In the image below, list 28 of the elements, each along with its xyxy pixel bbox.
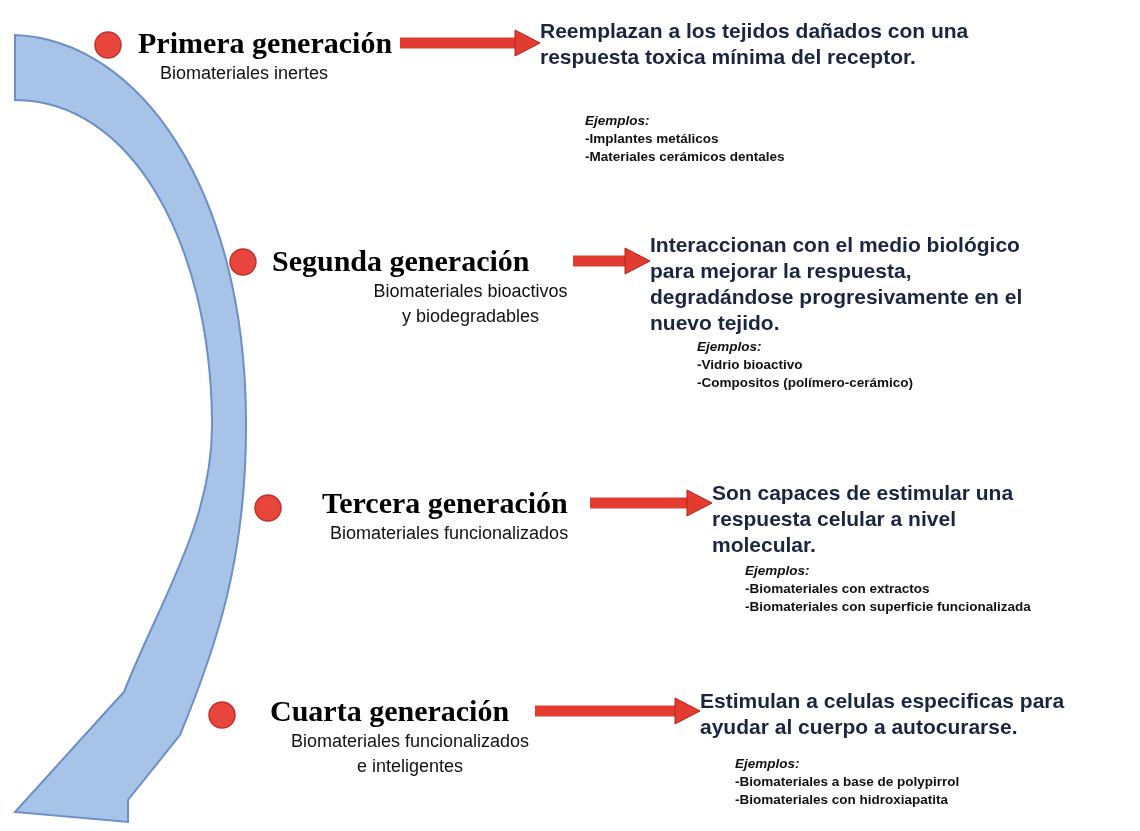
example-item: -Biomateriales a base de polypirrol [735,773,960,791]
description-text: Reemplazan a los tejidos dañados con una respuesta toxica mínima del receptor. [540,18,970,70]
example-item: -Vidrio bioactivo [697,356,803,374]
examples-heading: Ejemplos: [697,338,762,356]
example-item: -Compositos (polímero-cerámico) [697,374,914,392]
example-item: -Implantes metálicos [585,130,719,148]
generation-subtitle: Biomateriales funcionalizados [330,522,570,545]
description-text: Interaccionan con el medio biológico para mejorar la respuesta, degradándose progresivamente en el nuevo tejido. [650,232,1024,336]
description-text: Estimulan a celulas especificas para ayudar al cuerpo a autocurarse. [700,688,1066,740]
examples-heading: Ejemplos: [585,112,650,130]
generation-subtitle: Biomateriales inertes [160,62,330,85]
generation-title: Tercera generación [322,485,568,521]
examples-heading: Ejemplos: [745,562,810,580]
description-text: Son capaces de estimular una respuesta celular a nivel molecular. [712,480,1015,558]
example-item: -Biomateriales con hidroxiapatita [735,791,949,809]
generation-title: Segunda generación [272,243,530,279]
example-item: -Biomateriales con extractos [745,580,930,598]
generation-title: Cuarta generación [270,693,510,729]
examples-heading: Ejemplos: [735,755,800,773]
arrow [400,29,541,57]
example-item: -Materiales cerámicos dentales [585,148,785,166]
generation-subtitle: Biomateriales bioactivos y biodegradables [372,280,569,328]
generation-title: Primera generación [138,25,393,61]
arrow [590,489,713,517]
arrow [573,247,651,275]
example-item: -Biomateriales con superficie funcionalizada [745,598,1031,616]
generation-subtitle: Biomateriales funcionalizados e inteligentes [289,730,531,778]
arrow [535,697,701,725]
